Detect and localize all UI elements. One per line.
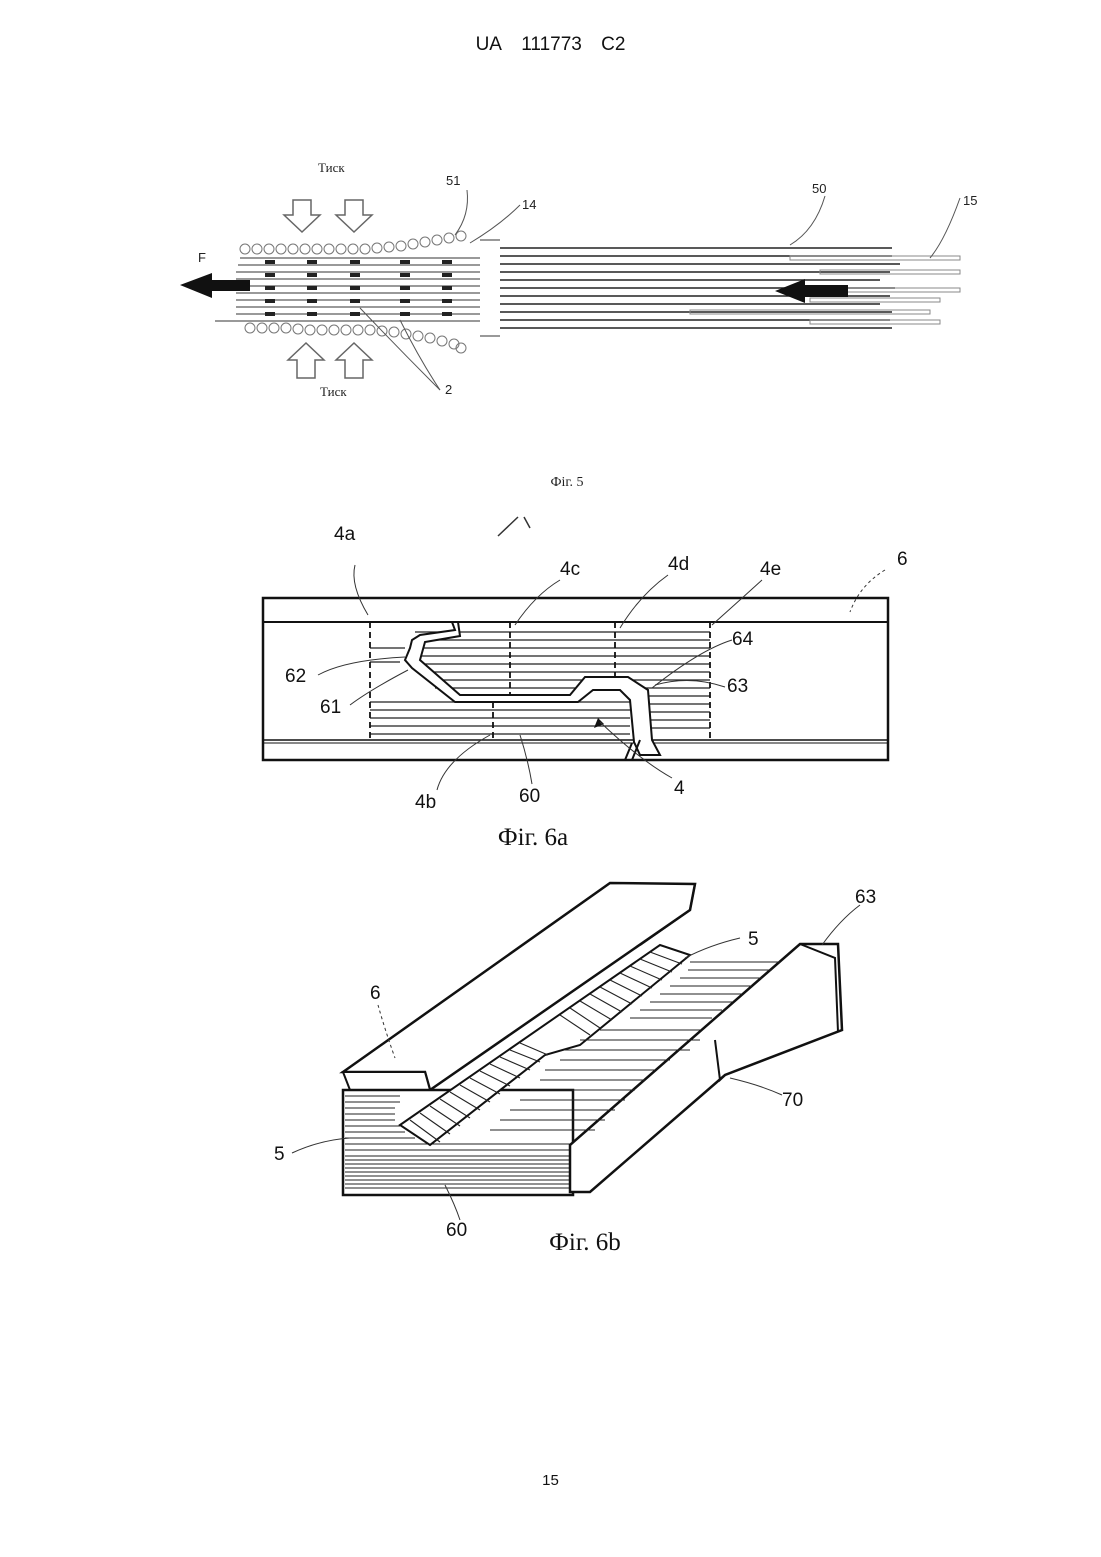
page-number: 15 bbox=[0, 1472, 1101, 1489]
fig6b-label-5-top: 5 bbox=[748, 929, 759, 950]
figure-6b: 63 5 6 70 5 60 Фіг. 6b bbox=[0, 0, 1101, 1300]
fig6b-label-63: 63 bbox=[855, 887, 876, 908]
fig6b-left-flange-front bbox=[343, 1072, 430, 1090]
fig6b-label-6: 6 bbox=[370, 983, 381, 1004]
fig6b-label-70: 70 bbox=[782, 1090, 803, 1111]
fig6b-caption: Фіг. 6b bbox=[549, 1229, 621, 1256]
fig6b-label-60: 60 bbox=[446, 1220, 467, 1241]
fig6b-label-5-left: 5 bbox=[274, 1144, 285, 1165]
